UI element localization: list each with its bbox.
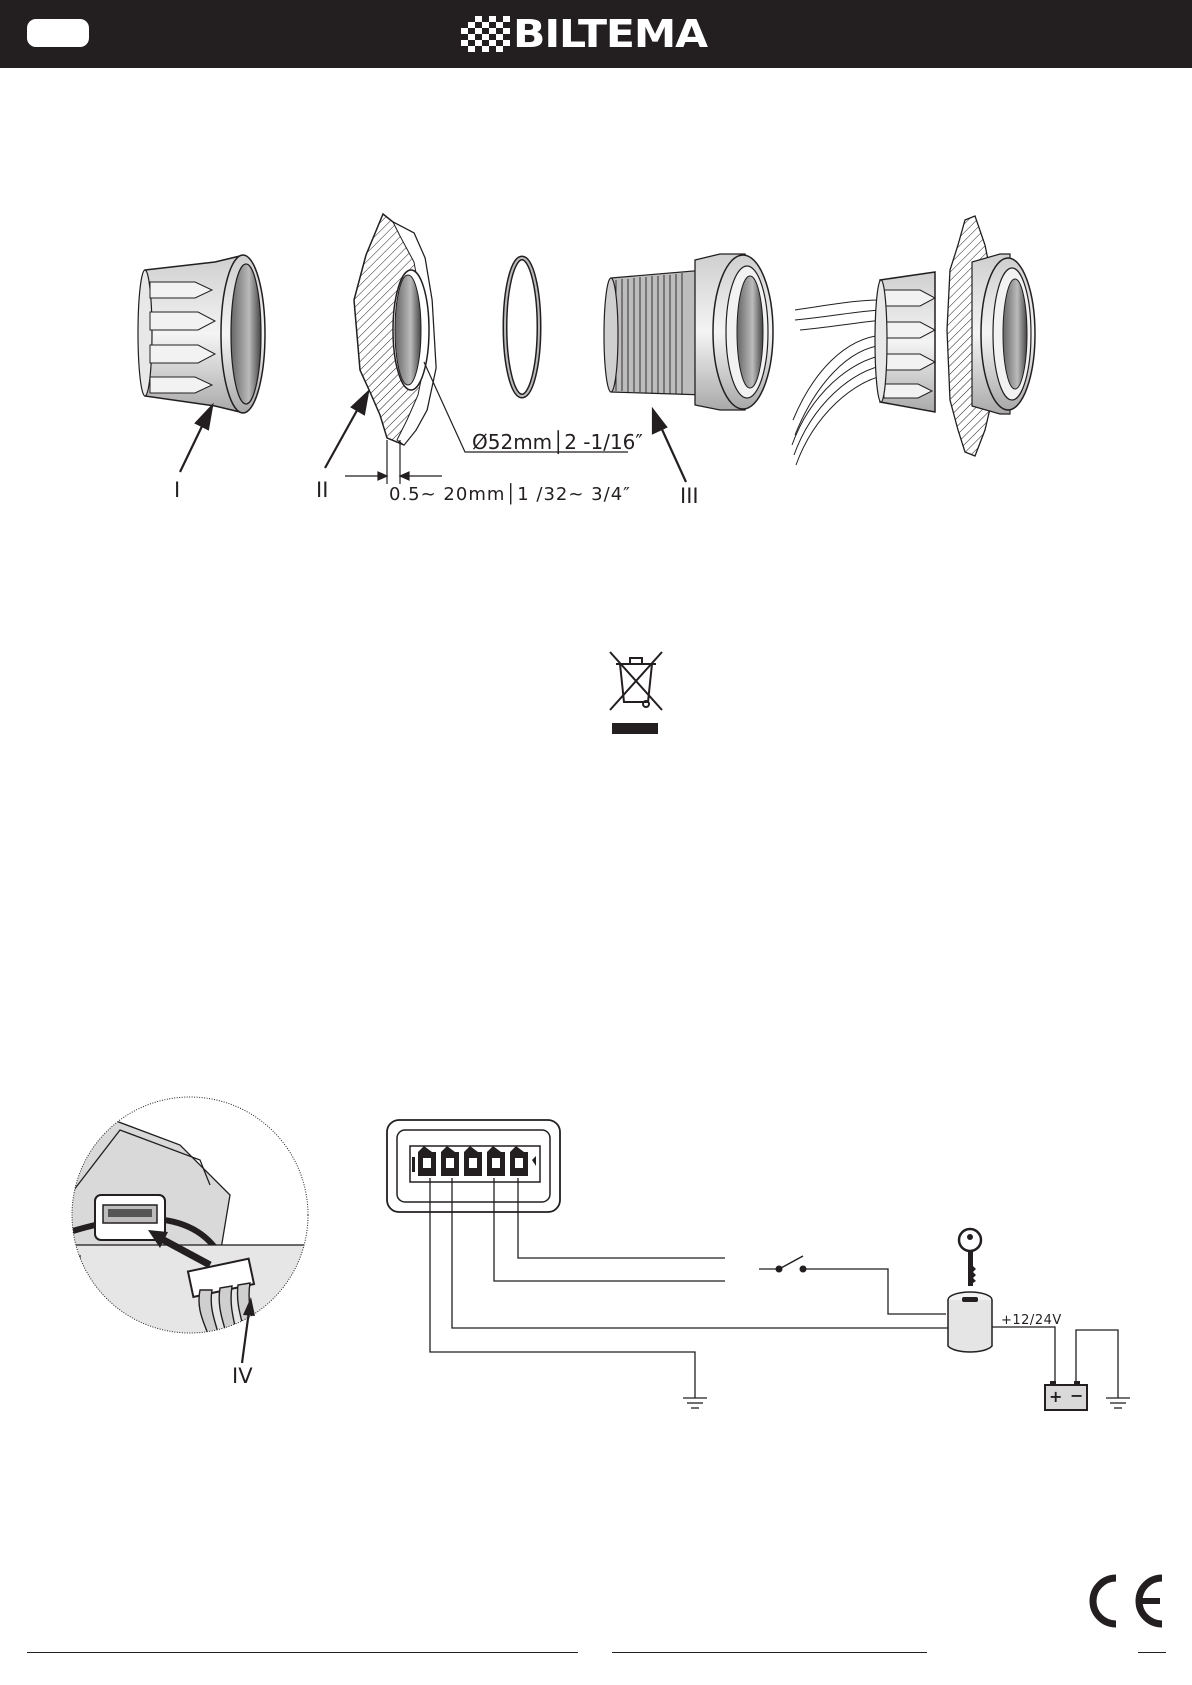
- o-ring: [505, 258, 539, 396]
- battery-plus-label: +: [1049, 1389, 1062, 1405]
- thickness-dimension: [345, 440, 442, 484]
- ignition-key-icon: [948, 1229, 992, 1352]
- footer-rule-middle: [612, 1652, 927, 1653]
- switch-icon: [776, 1256, 807, 1273]
- diameter-label: Ø52mm│2 -1/16″: [472, 432, 643, 452]
- nut-part-i: [138, 255, 265, 413]
- weee-crossed-bin-icon: [606, 650, 664, 736]
- battery-minus-label: −: [1070, 1388, 1083, 1404]
- part-label-iii: III: [680, 486, 699, 507]
- gauge-body-part-iii: [604, 254, 773, 410]
- voltage-label: +12/24V: [1001, 1314, 1062, 1327]
- footer-rule-right: [1138, 1652, 1166, 1653]
- part-label-i: I: [174, 480, 180, 501]
- wiring-diagram: [0, 1100, 1192, 1430]
- assembled-gauge: [792, 216, 1035, 465]
- connector-block: [387, 1120, 560, 1212]
- thickness-label: 0.5~ 20mm│1 /32~ 3/4″: [389, 486, 631, 504]
- panel-washer-part-ii: [354, 214, 436, 445]
- wires: [430, 1178, 1118, 1398]
- part-label-ii: II: [316, 480, 328, 501]
- ce-mark-icon: [1080, 1572, 1166, 1630]
- footer-rule-left: [27, 1652, 578, 1653]
